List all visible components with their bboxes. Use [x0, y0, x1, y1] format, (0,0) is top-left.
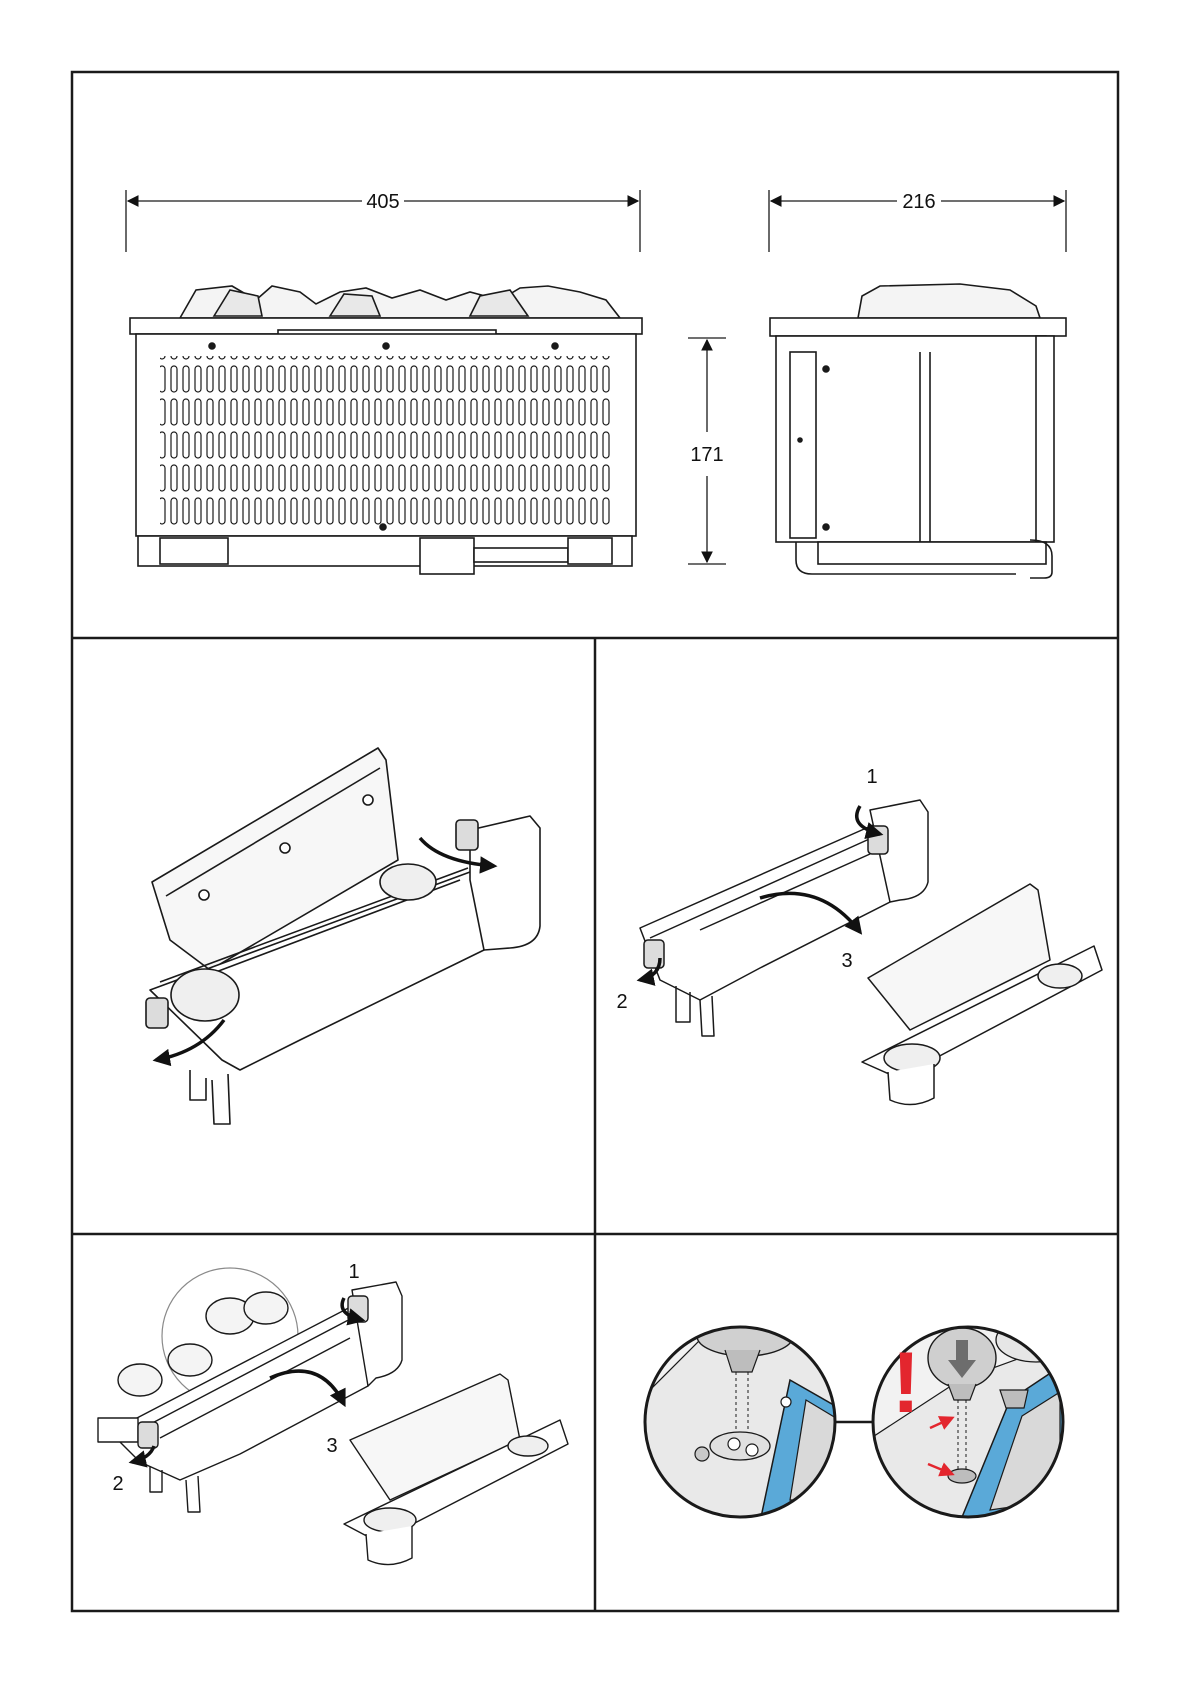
- panel-lift-trough: 1 2 3: [616, 766, 1102, 1105]
- panel-remove-bowls: 1 2 3: [98, 1261, 568, 1565]
- lid-tray-drawing: [862, 884, 1102, 1105]
- width-dimension-label: 405: [366, 191, 399, 213]
- depth-dimension-label: 216: [902, 191, 935, 213]
- step-label-2: 2: [112, 1473, 123, 1495]
- trough-empty-drawing: [640, 800, 928, 1036]
- panel-detail-warning: !: [640, 1316, 1076, 1522]
- step-label-1: 1: [348, 1261, 359, 1283]
- step-label-3: 3: [326, 1435, 337, 1457]
- step-label-3: 3: [841, 950, 852, 972]
- panel-dimensions: 405 216 171: [126, 190, 1066, 578]
- side-view-drawing: [770, 284, 1066, 578]
- step-label-2: 2: [616, 991, 627, 1013]
- height-dimension-label: 171: [690, 444, 723, 466]
- front-view-drawing: [130, 286, 642, 574]
- lid-tray-drawing-2: [344, 1374, 568, 1565]
- firebox-open-drawing: [146, 748, 540, 1124]
- panel-remove-lid: [146, 748, 540, 1124]
- detail-circle-left: [640, 1316, 860, 1522]
- warning-icon: !: [892, 1335, 921, 1431]
- step-label-1: 1: [866, 766, 877, 788]
- warning-mark: !: [892, 1335, 921, 1431]
